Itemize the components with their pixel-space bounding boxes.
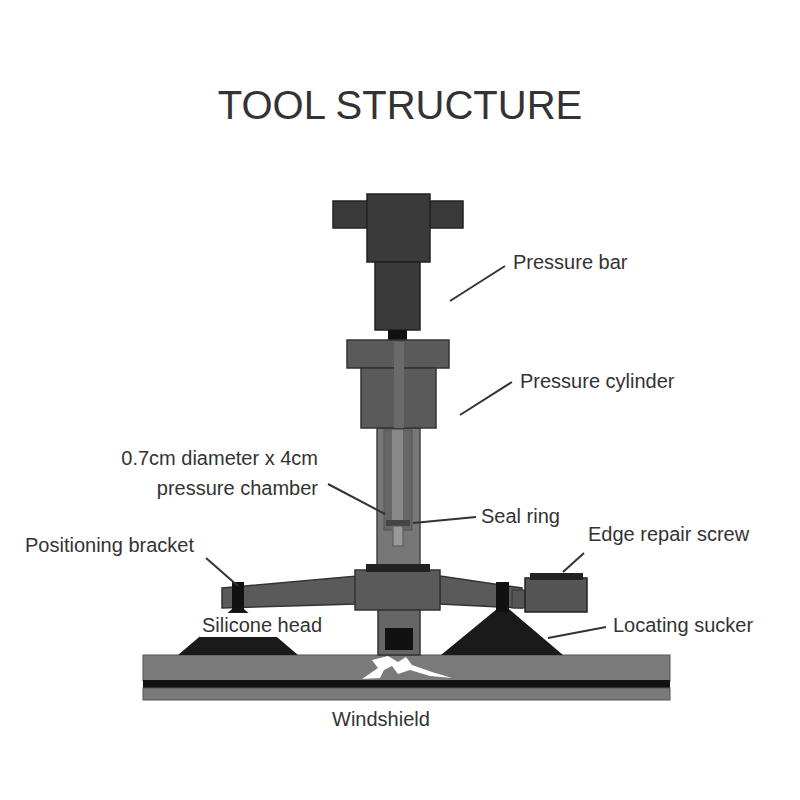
positioning-bracket <box>222 564 526 612</box>
pressure-chamber <box>377 428 420 570</box>
seal-ring <box>386 520 410 526</box>
part-label: Silicone head <box>200 613 324 637</box>
part-label: Edge repair screw <box>588 522 749 546</box>
part-label: Locating sucker <box>613 613 753 637</box>
part-label: Windshield <box>332 707 430 731</box>
part-label: Pressure cylinder <box>520 369 675 393</box>
title: TOOL STRUCTURE <box>0 81 800 129</box>
edge-repair-screw <box>525 573 587 612</box>
windshield-glass <box>143 655 670 700</box>
pressure-bar <box>333 194 463 340</box>
dimension-label: 0.7cm diameter x 4cm pressure chamber <box>48 443 318 503</box>
silicone-head <box>378 610 420 655</box>
pressure-cylinder <box>347 340 449 428</box>
part-label: Seal ring <box>481 504 560 528</box>
part-label: Positioning bracket <box>25 533 194 557</box>
part-label: Pressure bar <box>513 250 628 274</box>
